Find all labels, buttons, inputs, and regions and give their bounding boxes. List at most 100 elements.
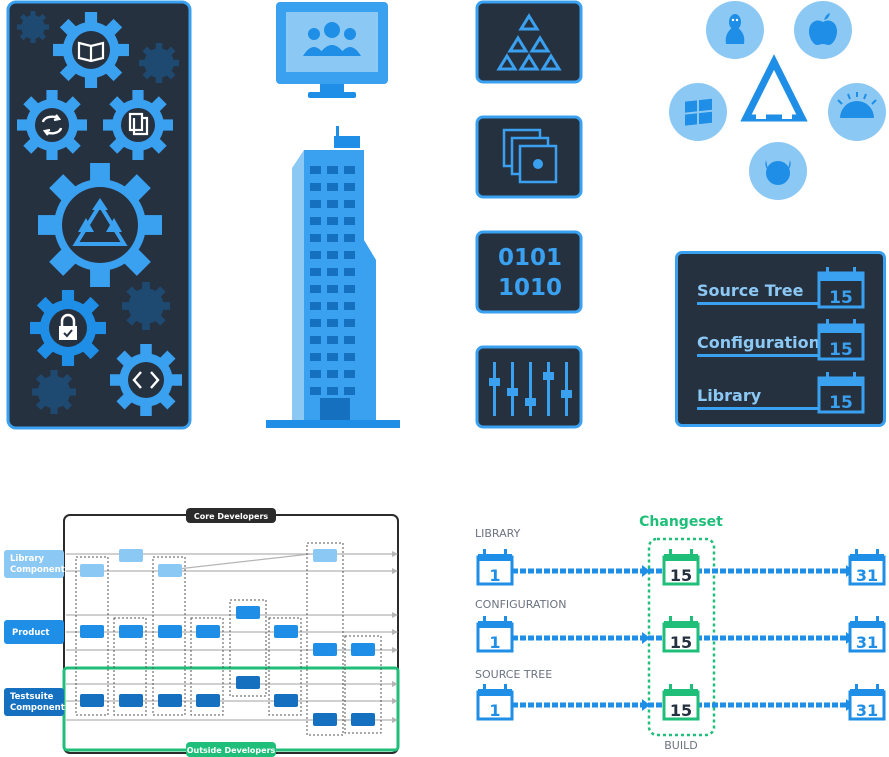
source-row-library: Library 15 <box>697 372 865 414</box>
row-label-line1: Library <box>10 554 45 564</box>
calendar-icon: 15 <box>817 267 865 309</box>
building-window <box>327 183 338 191</box>
source-panel-content: Source Tree 15 Configuration 15 Library <box>697 267 865 414</box>
freebsd-icon <box>765 160 791 185</box>
building-window <box>327 387 338 395</box>
timeline-row-label: LIBRARY <box>475 527 521 540</box>
changeset-label: Changeset <box>639 514 723 530</box>
building-window <box>310 251 321 259</box>
source-row-source-tree: Source Tree 15 <box>697 267 865 309</box>
windows-icon <box>685 98 712 126</box>
calendar-end-icon: 31 <box>848 616 886 653</box>
linux-icon <box>725 14 745 44</box>
calendar-day: 31 <box>856 566 878 585</box>
building-window <box>344 285 355 293</box>
building-window <box>344 319 355 327</box>
book-icon <box>77 41 105 63</box>
building-window <box>310 353 321 361</box>
feature-tiles: 0101 1010 <box>475 0 583 429</box>
core-developers-label: Core Developers <box>194 512 269 521</box>
monitor-icon <box>276 2 388 98</box>
building-window <box>310 217 321 225</box>
code-icon <box>132 371 160 389</box>
source-row-configuration: Configuration 15 <box>697 319 865 361</box>
source-row-label: Source Tree <box>697 281 804 300</box>
building-window <box>344 302 355 310</box>
binary-tile: 0101 1010 <box>475 230 583 314</box>
calendar-mid-icon: 15 <box>662 684 700 721</box>
calendar-day: 15 <box>670 633 692 652</box>
building-window <box>344 336 355 344</box>
building-window <box>327 217 338 225</box>
building-window <box>344 234 355 242</box>
calendar-start-icon: 1 <box>476 684 514 721</box>
calendar-day: 15 <box>829 288 853 308</box>
triangles-tile <box>475 0 583 84</box>
outside-developers-label: Outside Developers <box>187 746 276 755</box>
building-window <box>310 319 321 327</box>
calendar-end-icon: 31 <box>848 549 886 586</box>
lock-gear <box>30 290 106 366</box>
building-window <box>344 200 355 208</box>
os-platforms <box>669 1 886 200</box>
flow-blocks <box>80 549 375 726</box>
building-window <box>327 370 338 378</box>
building-window <box>344 353 355 361</box>
building-window <box>327 166 338 174</box>
building-window <box>327 336 338 344</box>
calendar-day: 1 <box>489 701 500 720</box>
users-icon <box>303 22 361 56</box>
building-window <box>344 183 355 191</box>
sliders-tile <box>475 345 583 429</box>
building-window <box>310 200 321 208</box>
building-window <box>310 234 321 242</box>
building-window <box>310 166 321 174</box>
sync-gear <box>17 90 87 160</box>
building-window <box>327 285 338 293</box>
triangle-logo-icon <box>496 13 562 71</box>
building-window <box>327 353 338 361</box>
calendar-icon: 15 <box>817 319 865 361</box>
office-illustration <box>266 2 400 428</box>
building-window <box>310 183 321 191</box>
triangle-logo-icon <box>740 54 808 122</box>
calendar-day: 1 <box>489 633 500 652</box>
lock-icon <box>59 313 77 340</box>
binary-line-1: 0101 <box>498 245 562 271</box>
apple-icon <box>809 13 837 45</box>
gears-panel <box>6 0 192 430</box>
source-panel: Source Tree 15 Configuration 15 Library <box>675 251 886 427</box>
building-window <box>344 251 355 259</box>
timeline-row-label: CONFIGURATION <box>475 598 566 611</box>
binary-line-2: 1010 <box>498 275 562 301</box>
timeline-row-source-tree: SOURCE TREE 1 15 31 <box>475 668 886 721</box>
changeset-timeline: Changeset BUILD LIBRARY 1 15 31 CONFIGUR… <box>475 514 886 752</box>
calendar-day: 15 <box>670 566 692 585</box>
stacked-settings-icon <box>502 128 558 184</box>
code-gear <box>110 344 182 416</box>
building-window <box>310 387 321 395</box>
row-label-line1: Product <box>12 628 50 638</box>
building-window <box>327 319 338 327</box>
solaris-icon <box>837 92 877 118</box>
triangle-logo-icon <box>72 198 128 246</box>
book-gear <box>53 12 129 88</box>
flow-columns <box>75 542 382 736</box>
building-window <box>310 336 321 344</box>
developer-flow-diagram: Core Developers Outside Developers Libra… <box>4 508 400 757</box>
build-label: BUILD <box>664 739 697 752</box>
calendar-end-icon: 31 <box>848 684 886 721</box>
calendar-day: 31 <box>856 701 878 720</box>
row-label-line1: Testsuite <box>10 692 54 702</box>
calendar-day: 15 <box>829 340 853 360</box>
building-window <box>327 200 338 208</box>
copy-icon <box>128 112 149 136</box>
timeline-row-library: LIBRARY 1 15 31 <box>475 527 886 586</box>
source-row-label: Configuration <box>697 333 820 352</box>
calendar-day: 31 <box>856 633 878 652</box>
calendar-day: 1 <box>489 566 500 585</box>
calendar-day: 15 <box>670 701 692 720</box>
building-window <box>310 370 321 378</box>
logo-gear <box>38 163 162 287</box>
building-window <box>327 302 338 310</box>
